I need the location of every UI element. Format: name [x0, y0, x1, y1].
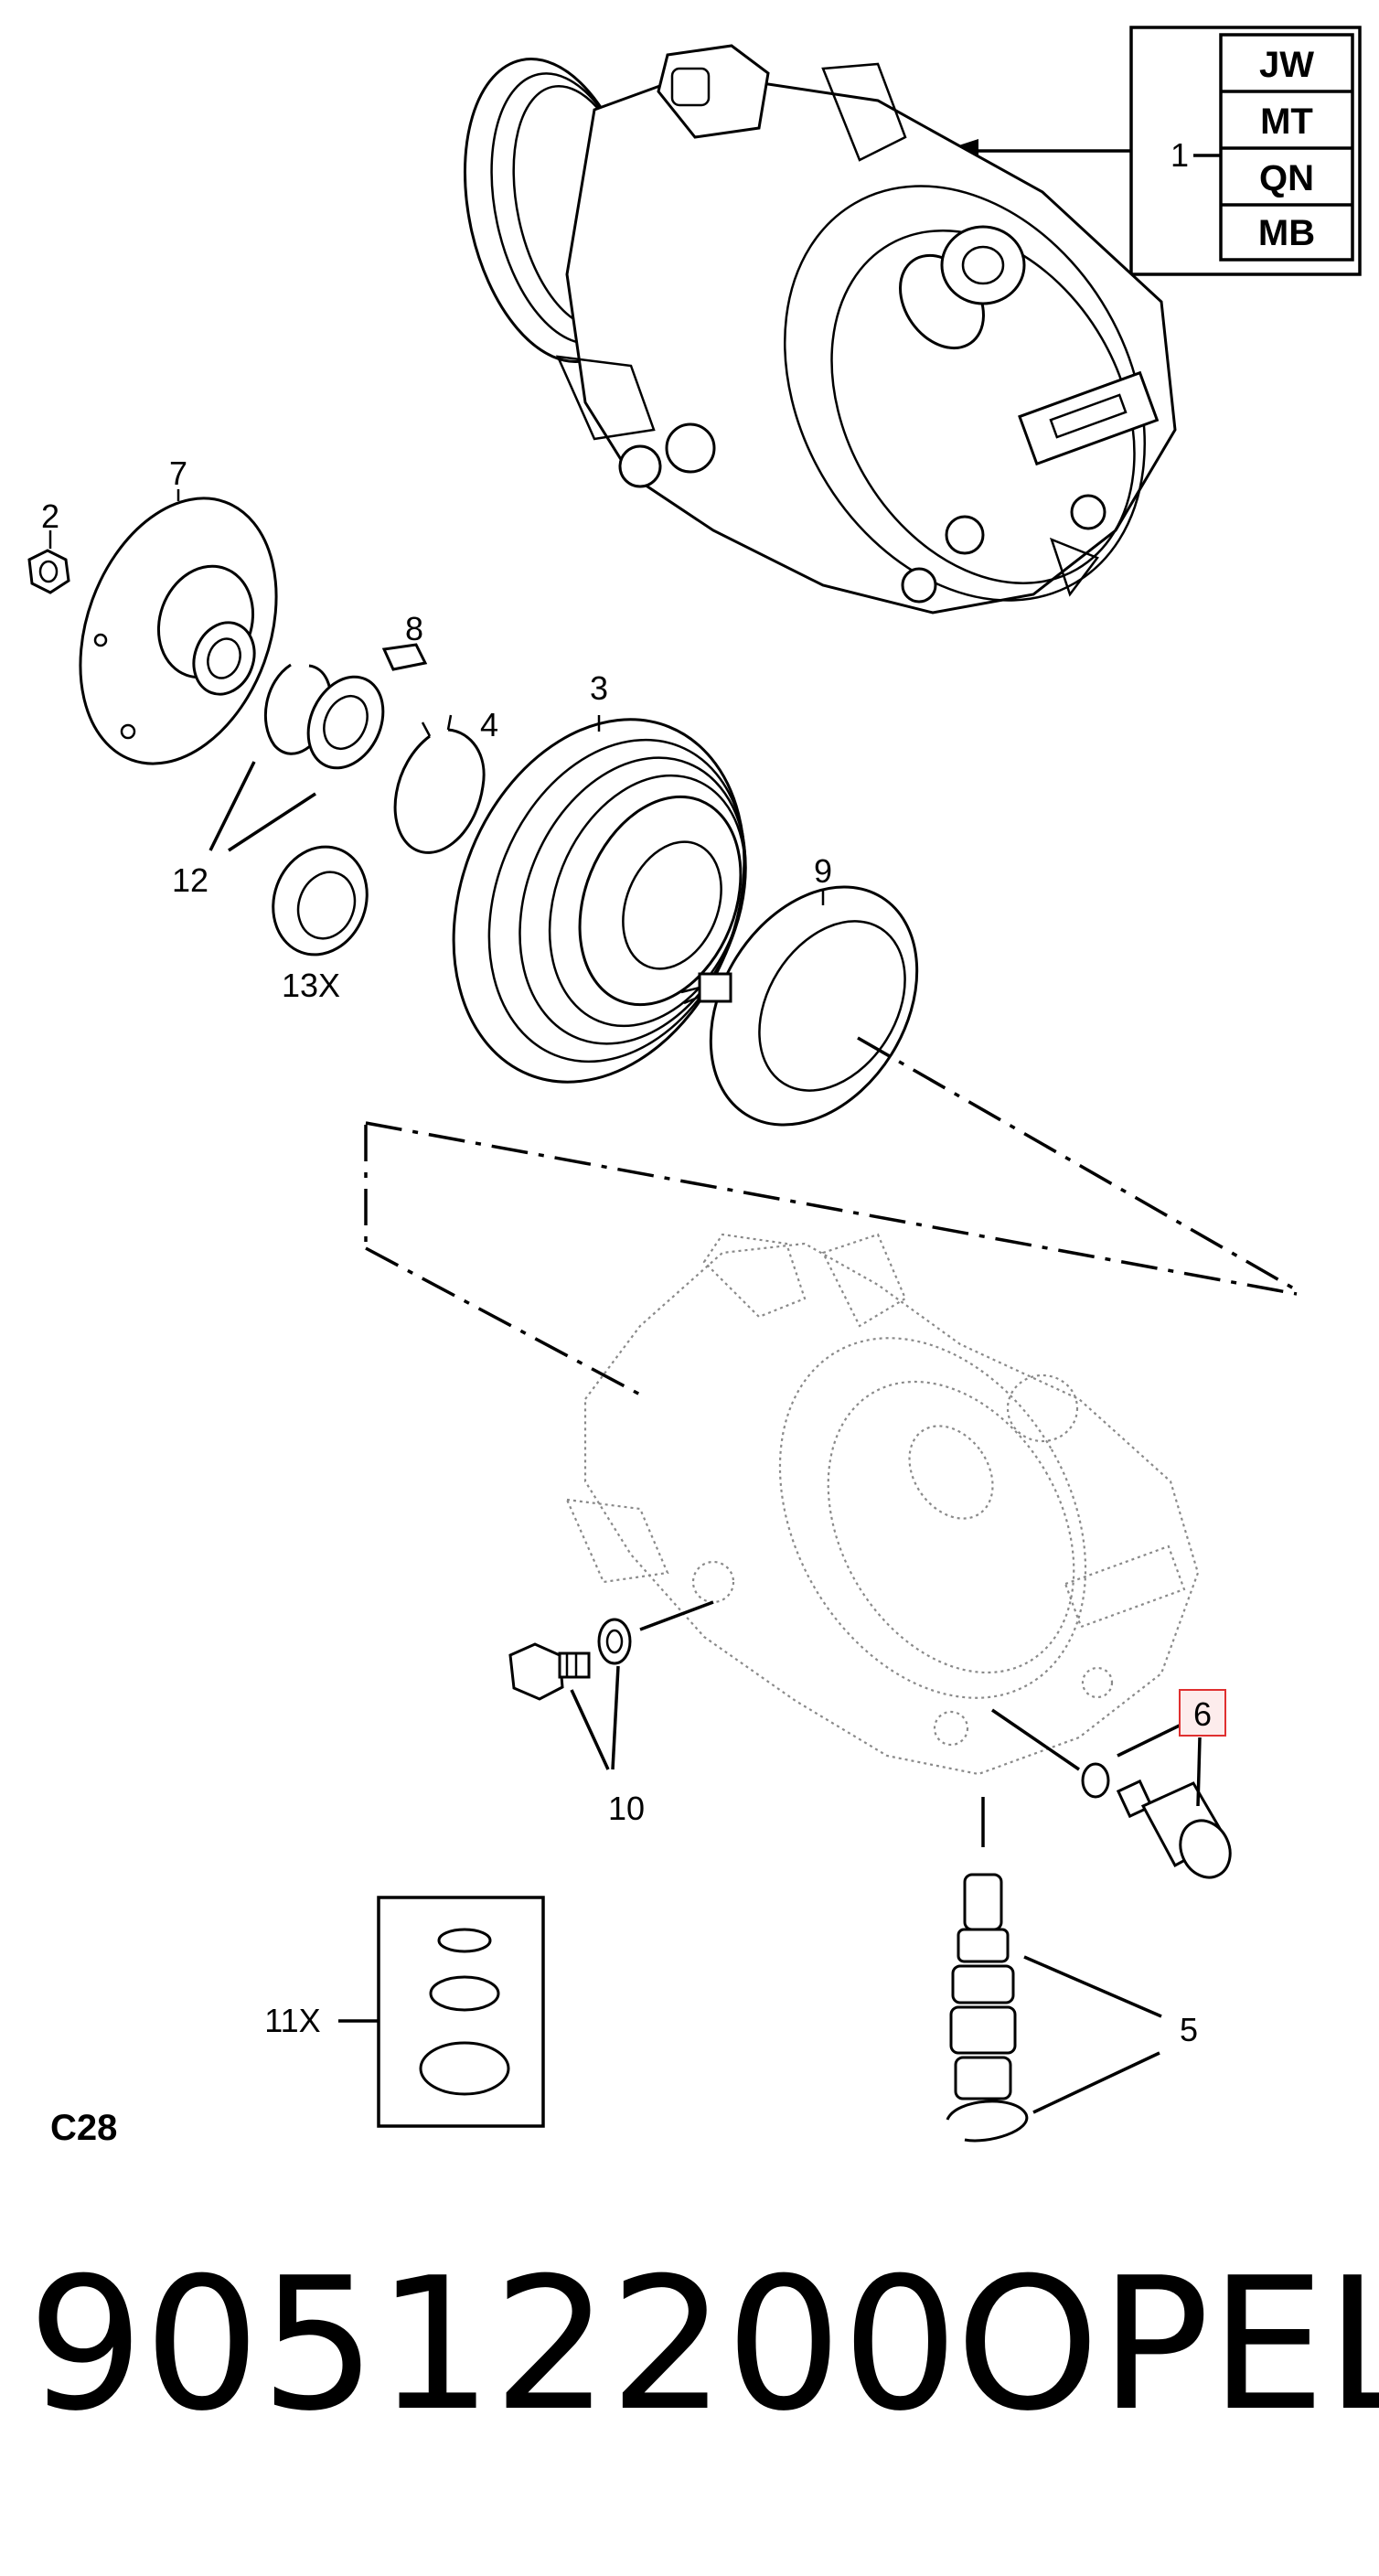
clutch-plate [79, 497, 278, 765]
callout-6-highlight-box [1179, 1689, 1226, 1737]
callout-11x: 11X [264, 2002, 320, 2039]
shaft-seal [272, 845, 369, 957]
variant-code-qn: QN [1259, 158, 1314, 198]
part-number: 90512200 [27, 2239, 958, 2452]
callout-9: 9 [814, 852, 832, 890]
compressor-assembly [463, 44, 1177, 615]
callout-4: 4 [480, 706, 498, 743]
compressor-ghost-outline [565, 1233, 1200, 1776]
callout-5: 5 [1180, 2011, 1198, 2048]
model-code: C28 [50, 2108, 117, 2148]
variant-code-mb: MB [1258, 213, 1315, 253]
variant-code-table: JW MT QN MB 1 [942, 26, 1362, 276]
callout-12: 12 [172, 861, 208, 899]
bolt-and-washer [508, 1600, 714, 1770]
variant-code-jw: JW [1259, 45, 1314, 85]
o-ring-kit [338, 1896, 545, 2128]
brand-name: OPEL [956, 2239, 1379, 2452]
pressure-switch [991, 1708, 1232, 1879]
callout-10: 10 [608, 1790, 645, 1827]
callout-1: 1 [1171, 136, 1189, 174]
bearing [306, 675, 385, 770]
callout-7: 7 [169, 454, 187, 492]
callout-leaders [48, 489, 825, 905]
callout-2: 2 [41, 497, 59, 535]
pulley [452, 718, 747, 1084]
variant-code-mt: MT [1260, 102, 1313, 142]
callout-3: 3 [590, 669, 608, 707]
field-coil [680, 885, 919, 1127]
nut [27, 549, 70, 594]
assembly-guide-lines [364, 1036, 1299, 1396]
retaining-ring [393, 714, 486, 854]
callout-labels: 2 7 8 3 4 12 13X 9 10 5 11X 6 C28 [41, 454, 1226, 2148]
callout-6: 6 [1193, 1695, 1212, 1733]
callout-13x: 13X [282, 967, 340, 1004]
woodruff-key [381, 643, 428, 671]
charge-valve [946, 1797, 1162, 2143]
callout-8: 8 [405, 610, 423, 647]
